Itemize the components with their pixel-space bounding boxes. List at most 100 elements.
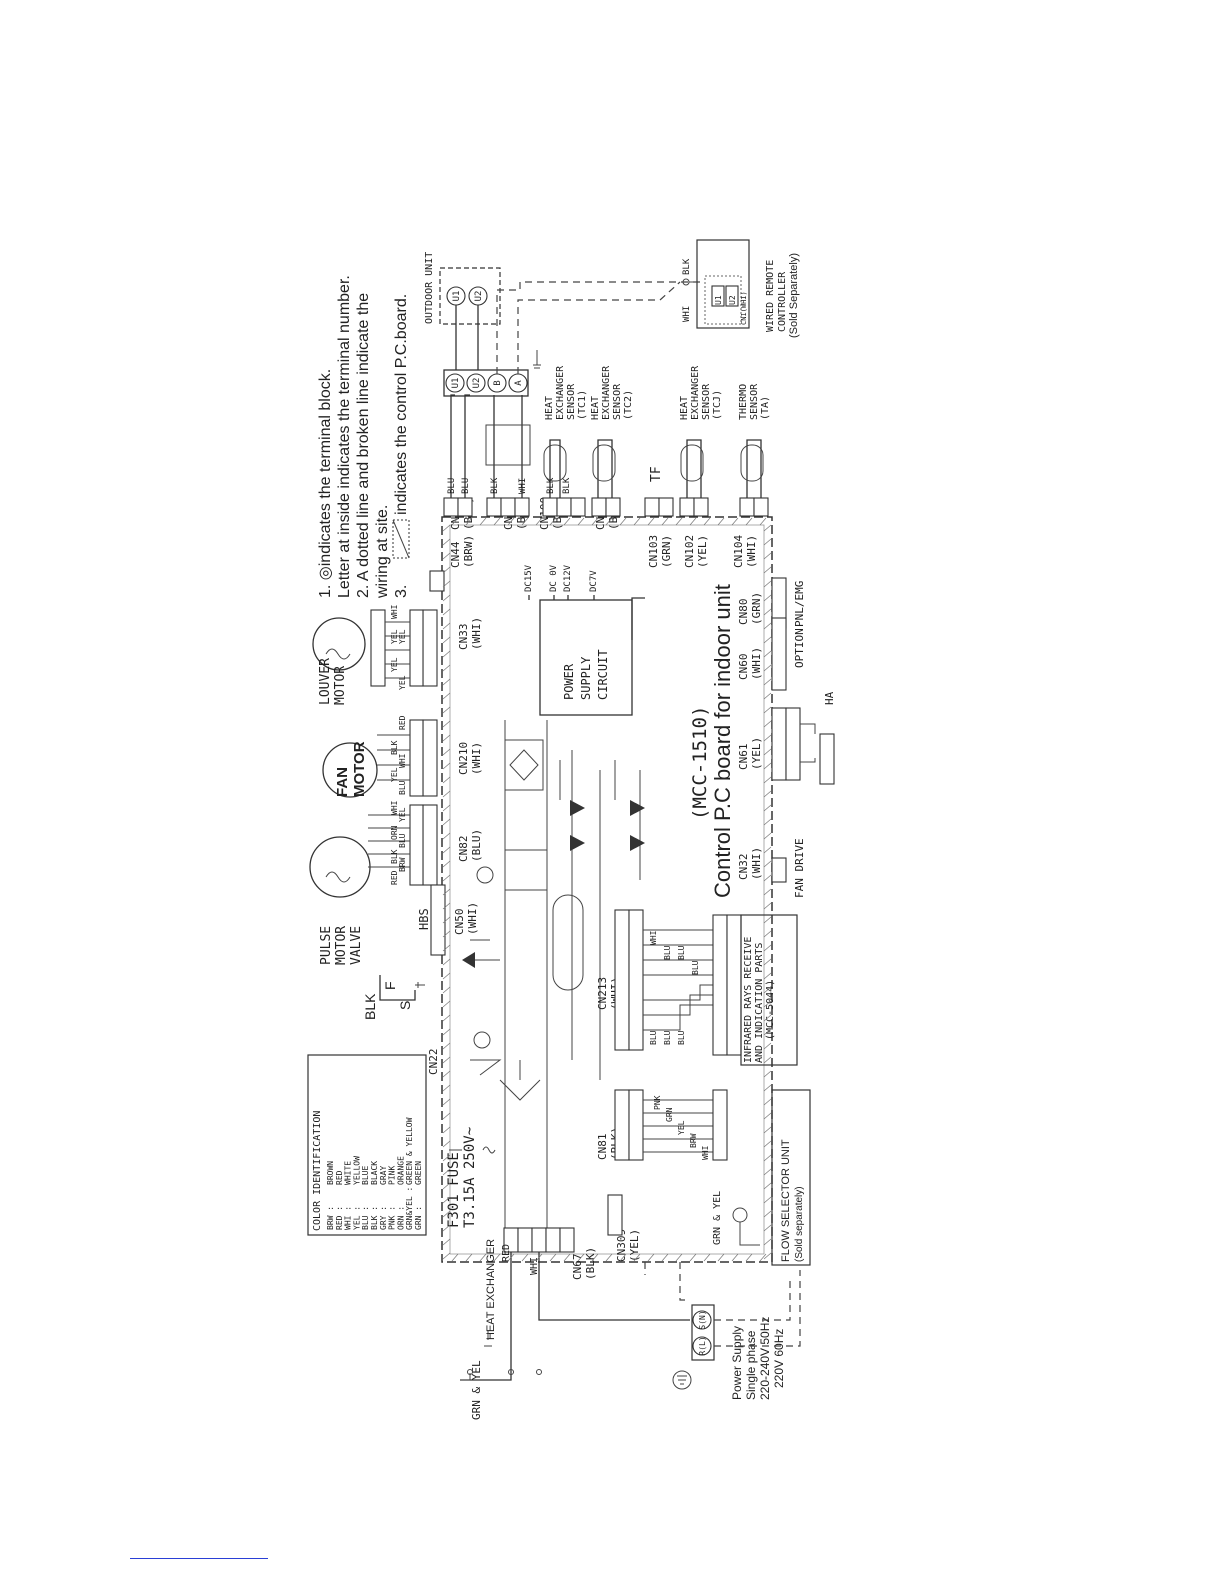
sensor-ta-label: THERMO SENSOR (TA): [738, 383, 771, 420]
remote-wire-whi: WHI: [682, 306, 692, 322]
cn67-name: CN67: [571, 1254, 584, 1281]
svg-text:BLU: BLU: [398, 833, 407, 848]
psc-line-1: POWER: [562, 663, 576, 700]
cn60-label: OPTION: [793, 628, 806, 668]
hbs-section: HBS CN50 (WHI) BLK F S CN22: [362, 884, 479, 1076]
svg-text:B: B: [493, 380, 503, 385]
cn40-pins: [443, 497, 459, 517]
svg-text:YEL: YEL: [390, 767, 399, 782]
heat-exchanger-label: HEAT EXCHANGER: [485, 1239, 497, 1340]
svg-text:BRW: BRW: [689, 1133, 698, 1148]
cn33-name: CN33: [457, 624, 470, 651]
louver-connector: [370, 609, 386, 687]
cn44-color: (BRW): [462, 535, 475, 568]
flow-selector-line-2: (Sold separately): [794, 1186, 805, 1262]
color-name: ORANGE: [396, 1156, 405, 1185]
top-wiring: BLU BLU BLK WHI BLK BLK HEAT EXCHANGER S…: [447, 365, 771, 498]
left-earth-wiring: GRN & YEL HEAT EXCHANGER RED WHI: [460, 1239, 542, 1420]
svg-text:A: A: [514, 380, 524, 386]
rail-dc7v: DC7V: [589, 570, 599, 592]
color-code: PNK :: [388, 1206, 397, 1230]
cn22-name: CN22: [427, 1049, 440, 1076]
svg-text:WHI: WHI: [701, 1145, 710, 1160]
remote-line-1: WIRED REMOTE: [765, 260, 776, 332]
cn33-color: (WHI): [470, 617, 483, 650]
cn50-color: (WHI): [466, 902, 479, 935]
color-name: BLUE: [361, 1166, 370, 1185]
psu-line-2: Single phase: [744, 1330, 758, 1400]
svg-text:THERMO: THERMO: [738, 384, 749, 420]
cn44-name: CN44: [449, 541, 462, 568]
cn213-pins: [614, 909, 630, 1051]
svg-text:(TCJ): (TCJ): [712, 390, 723, 420]
svg-text:GRN: GRN: [665, 1107, 674, 1122]
cn32-color: (WHI): [750, 847, 763, 880]
cn32-name: CN32: [737, 854, 750, 881]
cn210-color: (WHI): [470, 742, 483, 775]
svg-text:HEAT: HEAT: [544, 396, 555, 420]
tf-label: TF: [649, 466, 664, 482]
terminal-u2: U2: [466, 373, 486, 393]
color-name: GREEN: [414, 1161, 423, 1185]
terminal-block: U1 U2 B A: [443, 350, 541, 397]
sensor-tc1-icon: [543, 444, 567, 482]
cn80-color: (GRN): [750, 592, 763, 625]
svg-text:BLU: BLU: [677, 1030, 686, 1045]
bottom-connector-row: CN80 (GRN) PNL/EMG CN60 (WHI) OPTION CN6…: [737, 577, 836, 898]
hbs-connector: [430, 884, 446, 956]
svg-text:BLU: BLU: [649, 1030, 658, 1045]
sensor-tc2-icon: [592, 444, 616, 482]
pcb-hatching: [442, 517, 772, 1262]
sensor-ta-icon: [740, 444, 764, 482]
flow-selector-line-1: FLOW SELECTOR UNIT: [780, 1139, 792, 1262]
remote-line-2: CONTROLLER: [777, 271, 788, 332]
louver-label-2: MOTOR: [333, 666, 348, 705]
outdoor-u2: U2: [474, 291, 484, 302]
cn100-pins: [542, 497, 558, 517]
cn67-color: (BLK): [584, 1247, 597, 1280]
remote-u2: U2: [728, 295, 737, 305]
svg-text:BLK: BLK: [390, 849, 399, 864]
pcb-model: (MCC-1510): [689, 706, 711, 820]
color-code: GRN :: [414, 1206, 423, 1230]
cn40-wire-1: BLU: [447, 478, 457, 494]
color-code: BLU :: [361, 1206, 370, 1230]
earth-icon: [672, 1370, 692, 1390]
bottom-left-connectors: CN309 (YEL) CN67 (BLK): [460, 1194, 690, 1381]
color-code: BLK :: [370, 1206, 379, 1230]
sensor-tcj-icon: [680, 444, 704, 482]
rail-dc12v: DC12V: [563, 564, 573, 592]
svg-text:SENSOR: SENSOR: [566, 383, 577, 420]
remote-cn1: CN1(WHI): [740, 291, 748, 325]
remote-u1: U1: [714, 295, 723, 305]
svg-text:(TC1): (TC1): [577, 390, 588, 420]
terminal-b: B: [487, 373, 507, 393]
whi-label: WHI: [529, 1257, 540, 1275]
sensor-tc2-label: HEAT EXCHANGER SENSOR (TC2): [590, 365, 634, 420]
color-name: BLACK: [370, 1161, 379, 1185]
svg-text:PNK: PNK: [653, 1095, 662, 1110]
infrared-section: CN213 (WHI) WHI BLU BLU BLU BLU BLU BLU …: [596, 909, 798, 1066]
svg-text:BRW: BRW: [398, 857, 407, 872]
svg-text:S(N): S(N): [698, 1310, 707, 1329]
cn32-label: FAN DRIVE: [793, 838, 806, 898]
transformer-cn41: [485, 424, 531, 466]
ground-icon: [533, 350, 541, 369]
cn41-pins: [486, 497, 502, 517]
color-name: WHITE: [344, 1161, 353, 1185]
cn81-name: CN81: [596, 1134, 609, 1161]
cn82-color: (BLU): [470, 829, 483, 862]
infrared-line-2: AND INDICATION PARTS: [754, 943, 765, 1063]
svg-text:YEL: YEL: [398, 807, 407, 822]
cn100-wire-1: BLK: [546, 477, 556, 494]
infrared-line-1: INFRARED RAYS RECEIVE: [743, 937, 754, 1063]
fuse-label-1: F301 FUSE: [446, 1152, 462, 1228]
fan-motor: FAN MOTOR RED BLK WHI YEL BLU CN210 (WHI…: [322, 715, 483, 798]
fan-label-2: MOTOR: [351, 741, 368, 797]
cn309-name: CN309: [615, 1229, 628, 1262]
fan-connector: [422, 719, 438, 797]
color-code: GRN&YEL :: [405, 1187, 414, 1230]
svg-text:WHI: WHI: [649, 930, 658, 945]
blk-label: BLK: [362, 993, 378, 1020]
